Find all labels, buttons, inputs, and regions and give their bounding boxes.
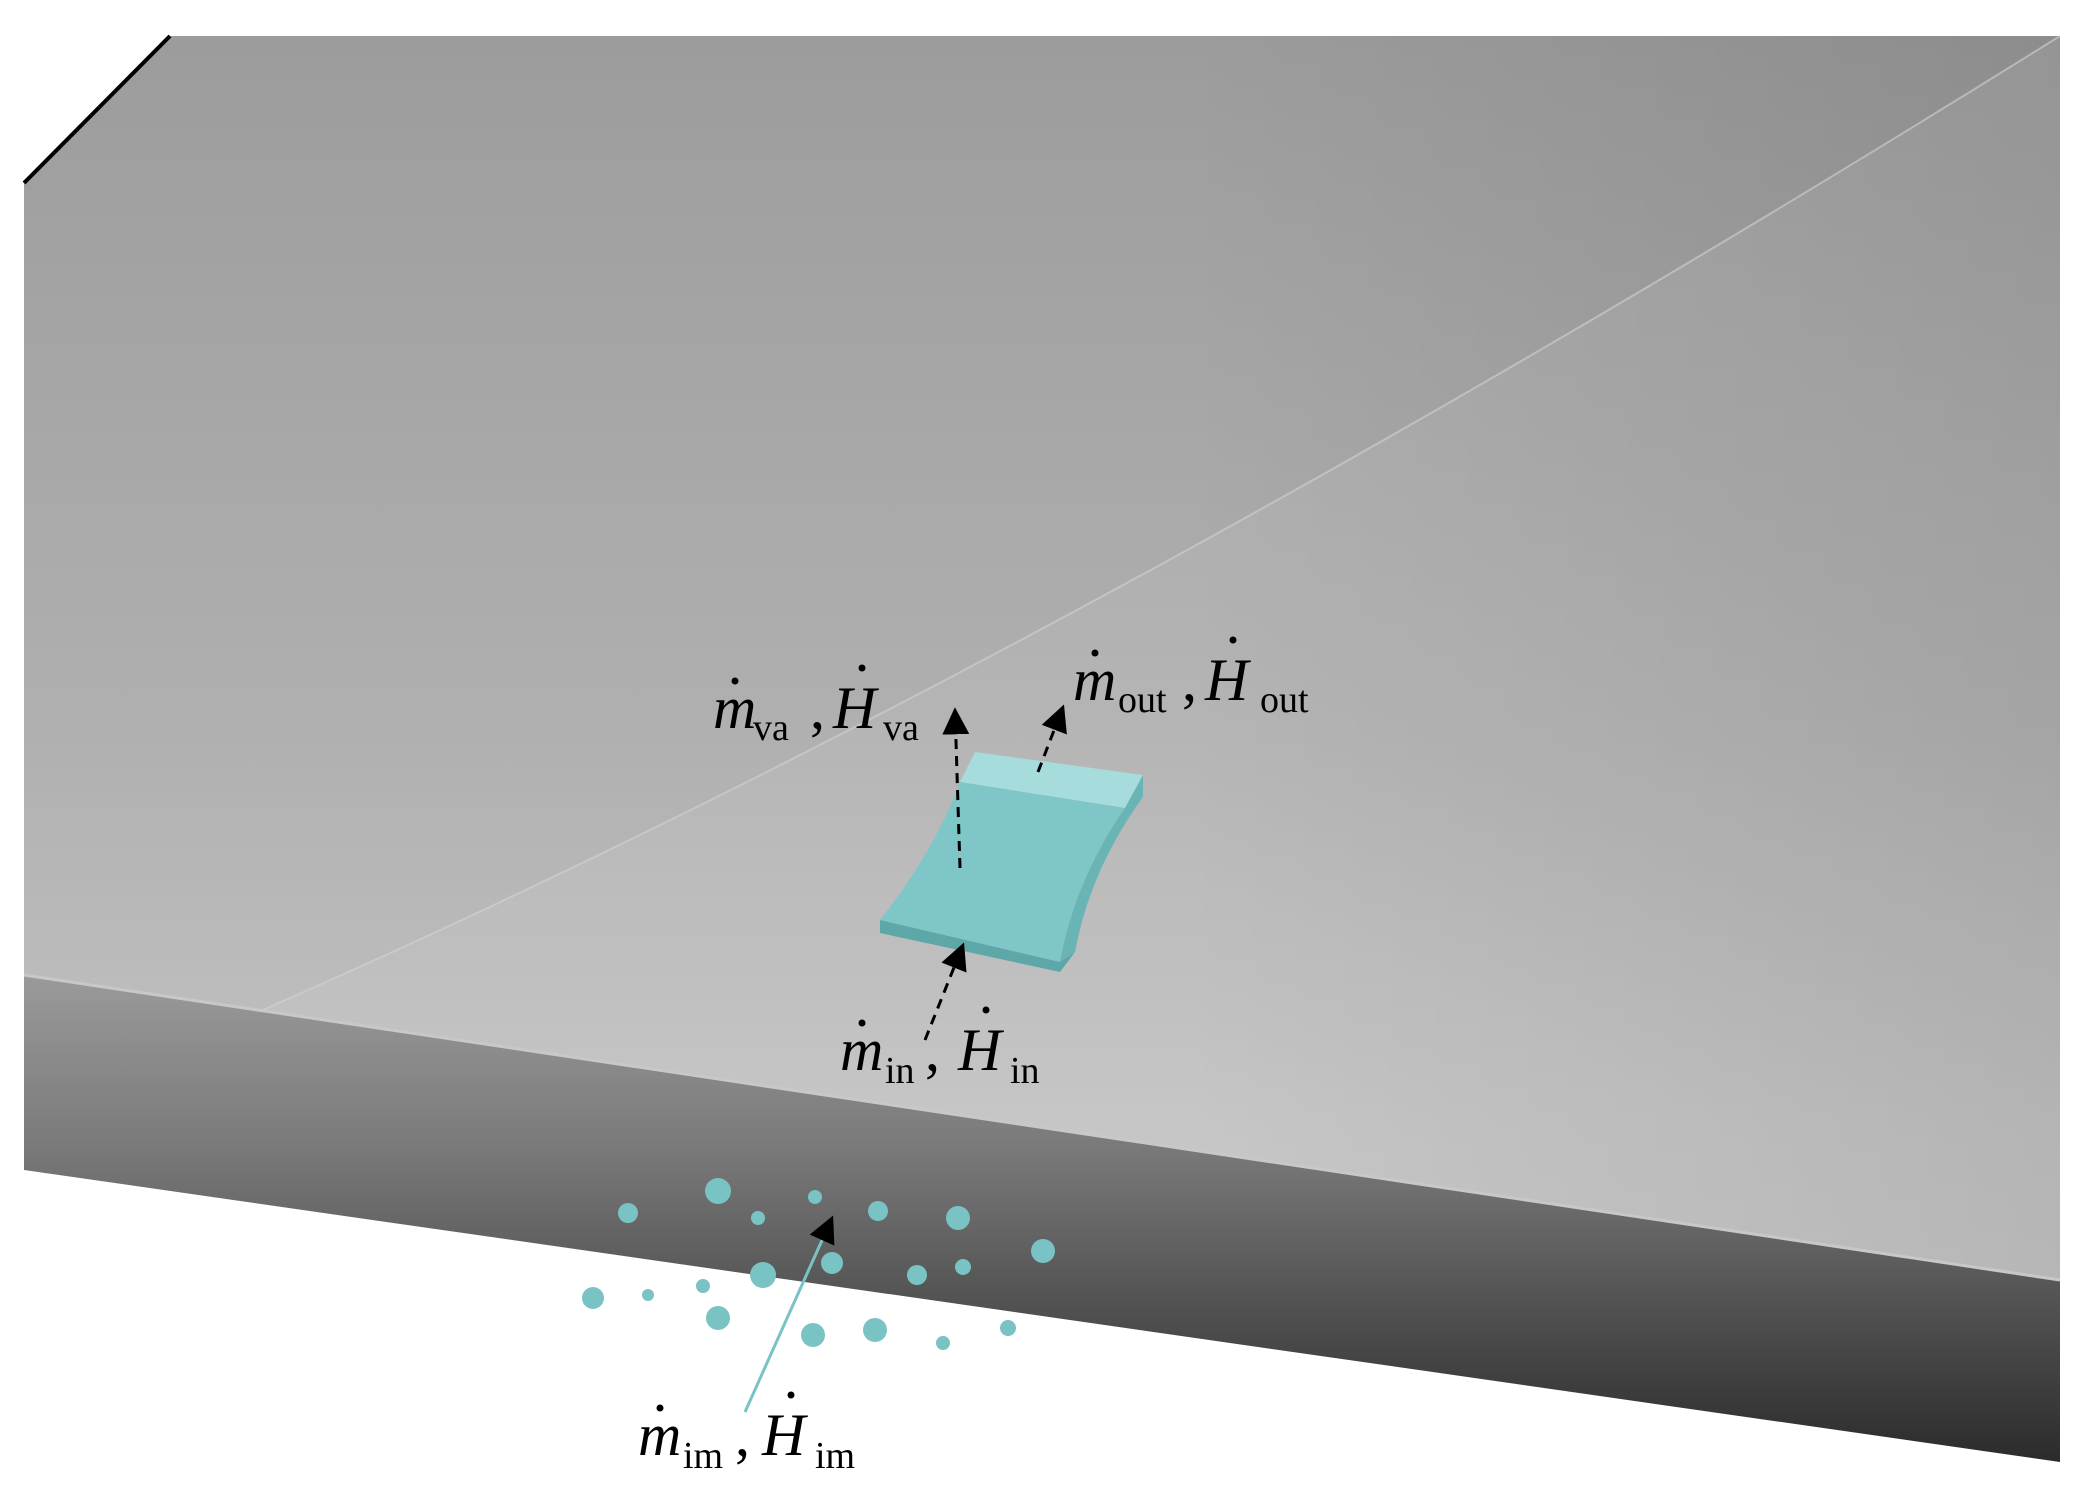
droplet	[582, 1287, 604, 1309]
droplet	[696, 1279, 710, 1293]
droplet	[821, 1252, 843, 1274]
subscript-out: out	[1260, 679, 1309, 721]
label-va: m va , H va	[713, 664, 919, 749]
mass-rate-symbol: m	[840, 1017, 883, 1083]
enthalpy-rate-symbol: H	[1204, 647, 1252, 713]
dot-accent	[858, 1019, 866, 1027]
dot-accent	[787, 1391, 795, 1399]
droplet	[936, 1336, 950, 1350]
cell-bottom-face	[880, 920, 1075, 972]
dot-accent	[656, 1404, 664, 1412]
subscript-im: im	[815, 1435, 855, 1477]
subscript-out: out	[1118, 679, 1167, 721]
arrow-va	[942, 707, 970, 869]
wing-diagonal-line	[23, 35, 2061, 1111]
mass-rate-symbol: m	[713, 675, 756, 741]
impinging-droplets	[582, 1178, 1055, 1350]
dot-accent	[1091, 649, 1099, 657]
mass-rate-symbol: m	[1073, 647, 1116, 713]
droplet	[801, 1323, 825, 1347]
droplet	[751, 1211, 765, 1225]
droplet	[868, 1201, 888, 1221]
comma: ,	[925, 1017, 940, 1083]
droplet	[907, 1265, 927, 1285]
subscript-in: in	[885, 1050, 915, 1092]
comma: ,	[735, 1402, 750, 1468]
arrow-in	[923, 942, 967, 1041]
mass-rate-symbol: m	[638, 1402, 681, 1468]
enthalpy-rate-symbol: H	[761, 1402, 809, 1468]
cell-front-face	[880, 782, 1125, 962]
subscript-va: va	[883, 707, 919, 749]
control-volume-cell	[880, 752, 1143, 972]
wing-leading-edge	[24, 975, 2060, 1462]
droplet	[750, 1262, 776, 1288]
subscript-va: va	[753, 707, 789, 749]
cell-right-face	[1060, 775, 1143, 962]
arrow-out	[1036, 704, 1067, 773]
label-in: m in , H in	[840, 1006, 1040, 1092]
droplet	[706, 1306, 730, 1330]
droplet	[946, 1206, 970, 1230]
enthalpy-rate-symbol: H	[832, 675, 880, 741]
droplet	[808, 1190, 822, 1204]
droplet	[618, 1203, 638, 1223]
cell-top-face	[960, 752, 1143, 808]
wing-top-left-border	[22, 34, 172, 185]
wing-diagonal-panel	[24, 36, 2060, 1310]
droplet	[863, 1318, 887, 1342]
enthalpy-rate-symbol: H	[957, 1017, 1005, 1083]
wing-surface-shading	[1180, 36, 2060, 1310]
droplet	[1031, 1239, 1055, 1263]
wing-edge-highlight	[23, 973, 2061, 1282]
subscript-im: im	[683, 1435, 723, 1477]
label-out: m out , H out	[1073, 636, 1309, 721]
droplet	[1000, 1320, 1016, 1336]
dot-accent	[731, 677, 739, 685]
droplet	[955, 1259, 971, 1275]
subscript-in: in	[1010, 1050, 1040, 1092]
comma: ,	[1182, 647, 1197, 713]
arrow-im	[743, 1215, 835, 1413]
comma: ,	[810, 675, 825, 741]
dot-accent	[1229, 636, 1237, 644]
droplet	[705, 1178, 731, 1204]
dot-accent	[858, 664, 866, 672]
droplet	[642, 1289, 654, 1301]
label-im: m im , H im	[638, 1391, 855, 1477]
dot-accent	[982, 1006, 990, 1014]
